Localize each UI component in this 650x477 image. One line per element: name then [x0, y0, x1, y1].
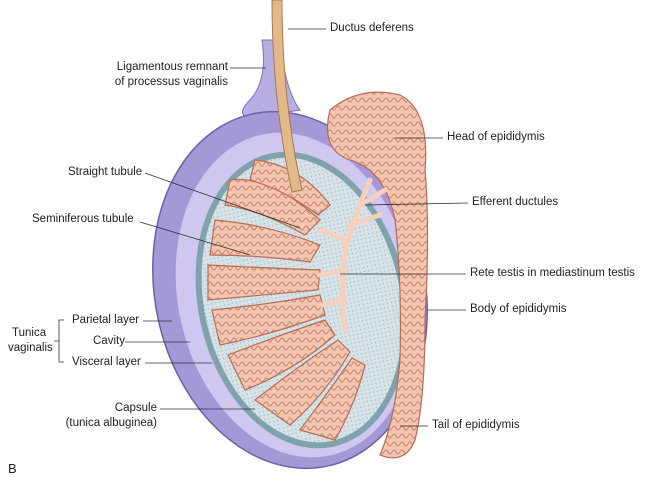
ligamentous-remnant: [242, 39, 301, 119]
label-seminiferous-tubule: Seminiferous tubule: [32, 213, 134, 225]
label-rete-testis: Rete testis in mediastinum testis: [470, 267, 635, 279]
label-parietal-layer: Parietal layer: [72, 314, 140, 326]
leader-lines: [54, 28, 469, 427]
label-tunica-vaginalis: Tunica vaginalis: [8, 326, 53, 356]
label-head-epididymis: Head of epididymis: [447, 131, 545, 143]
label-line-1: Ligamentous remnant: [116, 61, 228, 73]
label-tail-epididymis: Tail of epididymis: [432, 419, 520, 431]
label-efferent-ductules: Efferent ductules: [472, 196, 559, 208]
figure-letter: B: [8, 461, 17, 476]
label-line-2: vaginalis: [8, 342, 53, 354]
label-line-2: (tunica albuginea): [65, 417, 157, 429]
label-line-1: Capsule: [114, 402, 157, 414]
label-capsule: Capsule (tunica albuginea): [40, 401, 157, 431]
label-line-1: Tunica: [12, 327, 47, 339]
ductus-deferens: [271, 0, 303, 193]
label-line-2: of processus vaginalis: [114, 76, 228, 88]
label-body-epididymis: Body of epididymis: [470, 303, 567, 315]
label-cavity: Cavity: [93, 335, 125, 347]
label-visceral-layer: Visceral layer: [72, 356, 141, 368]
label-ductus-deferens: Ductus deferens: [330, 22, 414, 34]
label-ligamentous-remnant: Ligamentous remnant of processus vaginal…: [70, 60, 228, 90]
rete-testis: [317, 177, 388, 333]
label-straight-tubule: Straight tubule: [68, 166, 143, 178]
